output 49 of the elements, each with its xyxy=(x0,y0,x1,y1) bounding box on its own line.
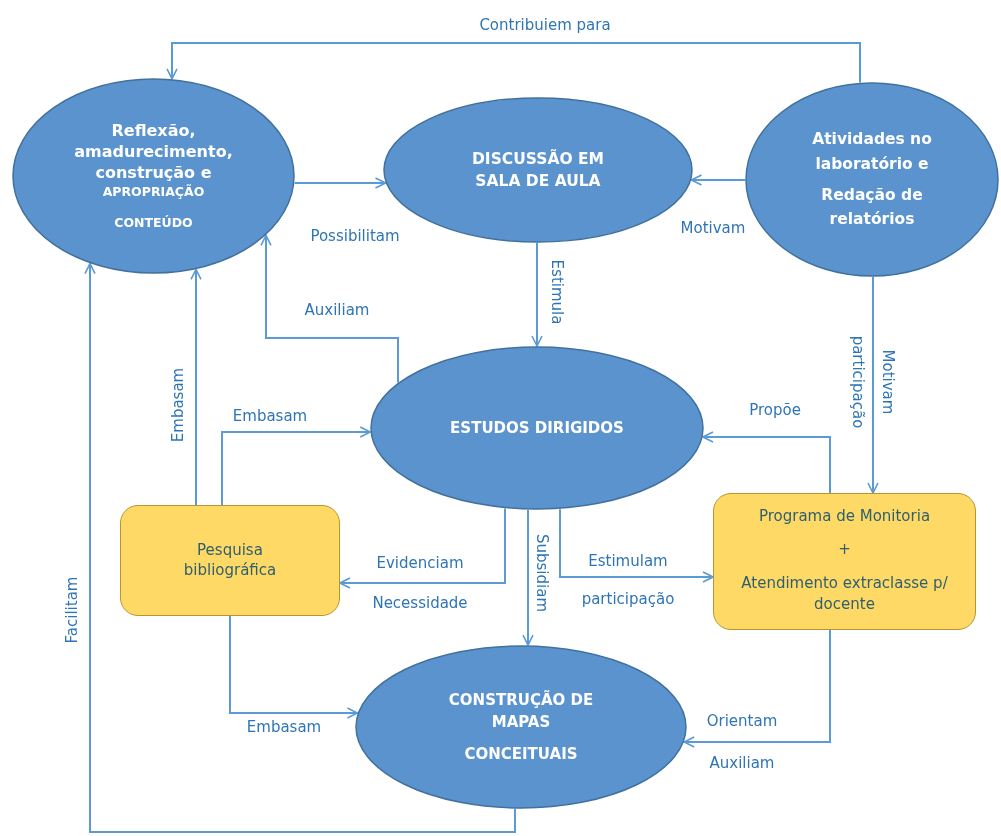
arrow xyxy=(531,242,543,347)
arrow xyxy=(190,268,202,506)
arrow xyxy=(702,431,831,494)
arrow xyxy=(559,508,714,583)
edge-label: Propõe xyxy=(749,401,801,419)
process-box xyxy=(120,505,340,616)
edge-label: Auxiliam xyxy=(304,301,370,319)
node-text: Atendimento extraclasse p/ docente xyxy=(740,572,949,616)
edge-label: Subsidiam xyxy=(533,534,551,612)
concept-ellipse xyxy=(355,645,687,809)
node-text: CONSTRUÇÃO DE MAPAS xyxy=(447,689,595,733)
edge-label: Possibilitam xyxy=(310,227,400,245)
arrow xyxy=(166,42,861,84)
edge-label: Estimulam participação xyxy=(580,551,676,610)
concept-ellipse xyxy=(370,346,704,510)
edge-label: Embasam xyxy=(246,718,322,736)
node-text: Atividades no laboratório e xyxy=(811,128,933,175)
node-text: + xyxy=(838,539,851,559)
edge-label: Facilitam xyxy=(63,576,81,644)
node-text: DISCUSSÃO EM SALA DE AULA xyxy=(471,148,605,192)
concept-ellipse xyxy=(12,78,295,274)
arrow xyxy=(522,508,534,647)
process-box xyxy=(713,493,976,630)
edge-label: Contribuiem para xyxy=(479,16,611,34)
node-text: Pesquisa bibliográfica xyxy=(182,541,278,580)
arrow xyxy=(867,276,879,494)
node-text: ESTUDOS DIRIGIDOS xyxy=(450,418,624,438)
node-text: APROPRIAÇÃO xyxy=(102,183,205,200)
edge-label: Embasam xyxy=(169,367,187,443)
edge-label: Estimula xyxy=(548,259,566,325)
arrow xyxy=(683,629,831,748)
node-text: Reflexão, amadurecimento, construção e xyxy=(73,121,234,184)
arrow xyxy=(229,615,359,719)
arrow xyxy=(221,426,372,506)
arrow xyxy=(293,177,387,189)
edge-label: Motivam participação xyxy=(848,334,898,431)
edge-label: Evidenciam Necessidade xyxy=(371,553,469,614)
node-text: Programa de Monitoria xyxy=(758,507,931,526)
node-text: CONCEITUAIS xyxy=(464,745,578,765)
arrow xyxy=(260,234,399,384)
arrow xyxy=(84,262,516,833)
concept-ellipse xyxy=(745,82,999,277)
edge-label: Motivam xyxy=(680,219,746,237)
arrow xyxy=(690,174,746,186)
node-text: CONTEÚDO xyxy=(114,215,193,231)
edge-label: Embasam xyxy=(232,407,308,425)
arrow xyxy=(339,507,506,589)
node-text: Redação de relatórios xyxy=(820,184,924,231)
edge-label: Orientam Auxiliam xyxy=(705,711,779,774)
